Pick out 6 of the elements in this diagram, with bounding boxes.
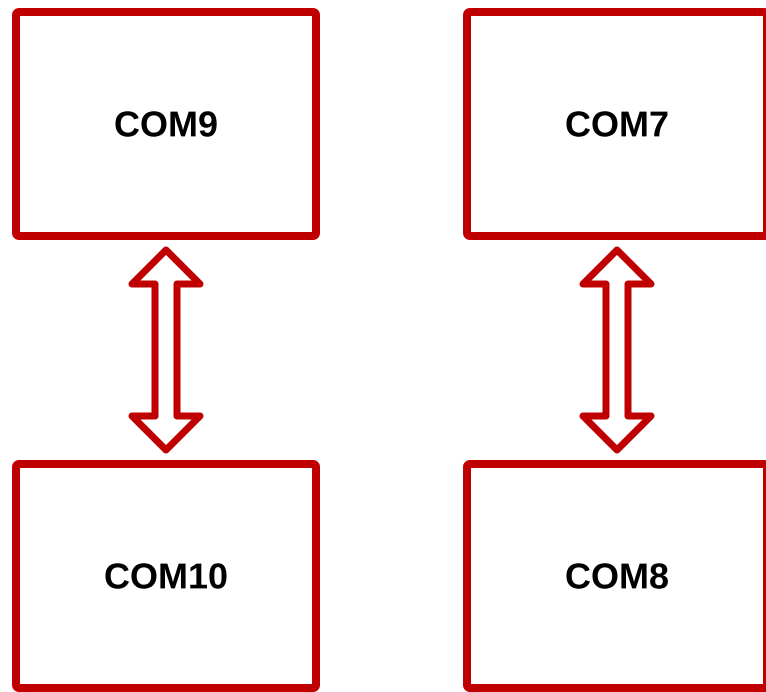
com-box: COM7 bbox=[463, 8, 766, 240]
com-box: COM9 bbox=[12, 8, 320, 240]
double-arrow bbox=[128, 246, 204, 454]
double-arrow bbox=[580, 246, 654, 454]
com-box: COM10 bbox=[12, 460, 320, 692]
com-box: COM8 bbox=[463, 460, 766, 692]
